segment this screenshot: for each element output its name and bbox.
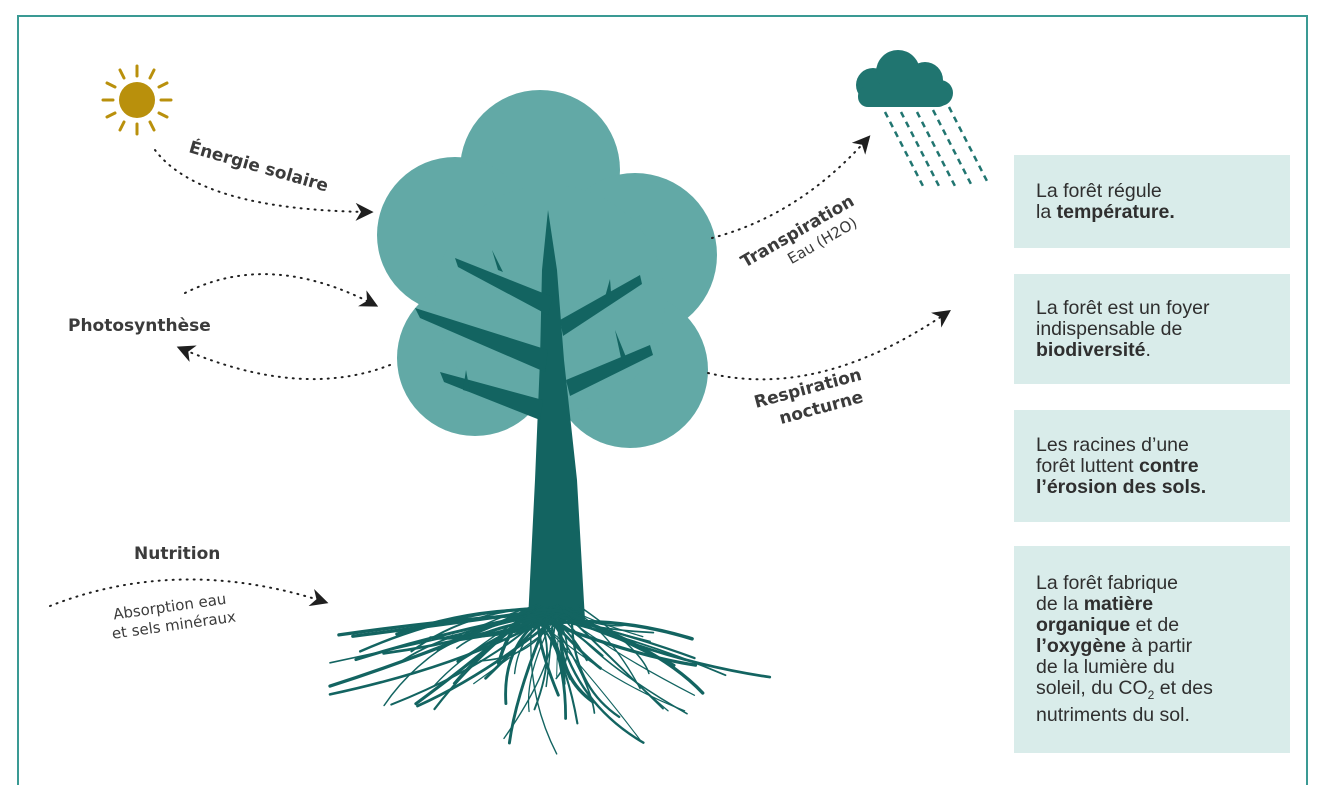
card-text: et de (1130, 613, 1180, 636)
nutrition-sublabel-group: Absorption eau et sels minéraux (111, 590, 237, 643)
card-text: La forêt fabrique (1036, 571, 1179, 594)
card-text-subscript: 2 (1147, 687, 1155, 702)
card-text: . (1145, 338, 1151, 361)
photosynthese-in-arrow (184, 273, 379, 307)
nutrition-label: Nutrition (134, 544, 220, 564)
card-text-bold: biodiversité (1036, 338, 1146, 361)
respiration-arrow (707, 309, 951, 381)
rain-cloud-icon (856, 50, 991, 191)
card-text: de la (1036, 592, 1084, 615)
energie-solaire-arrow (154, 149, 374, 221)
tree-roots (328, 603, 772, 755)
transpiration-label-group: Transpiration Eau (H2O) (738, 191, 861, 272)
card-text: La forêt régule (1036, 179, 1162, 202)
info-card-matiere-organique: La forêt fabrique de la matière organiqu… (1014, 546, 1290, 753)
photosynthese-out-arrow (176, 345, 391, 381)
card-text: à partir (1125, 634, 1193, 657)
card-text-bold: contre (1138, 454, 1199, 477)
card-text: forêt luttent (1036, 454, 1139, 477)
card-text-bold: l’érosion des sols. (1036, 475, 1207, 498)
card-text-bold: température. (1056, 200, 1175, 223)
card-text: La forêt est un foyer (1036, 296, 1210, 319)
respiration-label-group: Respiration nocturne (752, 365, 865, 429)
card-text: et des (1154, 676, 1213, 699)
card-text-bold: l’oxygène (1036, 634, 1126, 657)
card-text: Les racines d’une (1036, 433, 1189, 456)
card-text: nutriments du sol. (1036, 704, 1190, 727)
photosynthese-label: Photosynthèse (68, 316, 211, 336)
info-card-biodiversite: La forêt est un foyer indispensable de b… (1014, 274, 1290, 384)
nutrition-arrow (49, 578, 329, 607)
card-text: soleil, du CO (1036, 676, 1148, 699)
diagram-frame (17, 15, 1308, 785)
card-text-bold: matière (1083, 592, 1154, 615)
card-text: indispensable de (1036, 317, 1183, 340)
transpiration-arrow (711, 135, 871, 239)
card-text: la (1036, 200, 1057, 223)
card-text: de la lumière du (1036, 655, 1175, 678)
tree-trunk (415, 210, 653, 620)
info-card-temperature: La forêt régule la température. (1014, 155, 1290, 248)
info-card-erosion: Les racines d’une forêt luttent contre l… (1014, 410, 1290, 522)
card-text-bold: organique (1036, 613, 1131, 636)
energie-solaire-label: Énergie solaire (187, 136, 331, 197)
sun-icon (101, 64, 173, 136)
